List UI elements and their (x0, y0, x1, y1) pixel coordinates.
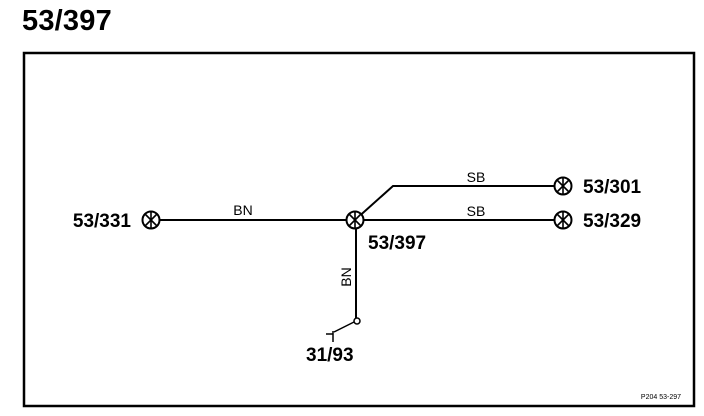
reference-label: P204 53-297 (641, 394, 681, 401)
node-label-left: 53/331 (73, 211, 132, 232)
wire-label-top-right: SB (467, 169, 486, 185)
node-label-right: 53/329 (583, 211, 641, 232)
wire-label-left: BN (233, 202, 252, 218)
node-label-top-right: 53/301 (583, 177, 642, 198)
diagram-frame (22, 51, 696, 408)
wire-label-ground: BN (338, 267, 354, 286)
connector-53-329-icon (553, 210, 573, 230)
wire-center-to-top-right (354, 185, 563, 221)
node-label-center: 53/397 (368, 233, 426, 254)
connector-53-301-icon (553, 176, 573, 196)
connector-53-397-icon (345, 210, 365, 230)
connector-53-331-icon (141, 210, 161, 230)
ground-switch-icon (326, 317, 361, 342)
wire-label-right: SB (467, 203, 486, 219)
page-title: 53/397 (22, 5, 112, 37)
node-label-ground: 31/93 (306, 345, 354, 366)
